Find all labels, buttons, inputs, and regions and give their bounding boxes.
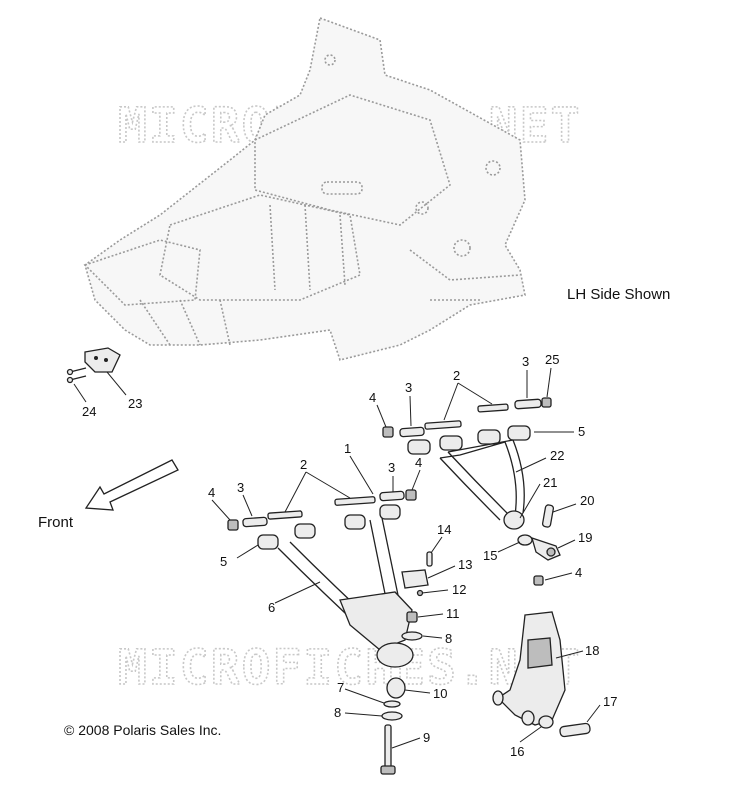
callout-21: 21 [543,475,557,490]
callout-5: 5 [578,424,585,439]
nut-4-lower[interactable] [533,575,544,586]
callout-4: 4 [208,485,215,500]
callout-4: 4 [369,390,376,405]
callout-22: 22 [550,448,564,463]
spindle-18[interactable] [492,611,566,726]
watermark-bottom: MICROFICHES.NET [118,640,581,696]
pin-20[interactable] [541,504,555,528]
upper-a-arm-22[interactable] [439,439,525,530]
callout-6: 6 [268,600,275,615]
callout-19: 19 [578,530,592,545]
bolt-12[interactable] [416,589,424,597]
callout-7: 7 [337,680,344,695]
washer-8-lower[interactable] [381,711,403,721]
bushing-16[interactable] [538,715,554,729]
leader-lines [73,367,601,749]
callout-10: 10 [433,686,447,701]
side-note: LH Side Shown [567,286,670,303]
callout-8: 8 [445,631,452,646]
shock-mount-13[interactable] [401,569,429,589]
callout-25: 25 [545,352,559,367]
callout-16: 16 [510,744,524,759]
front-arrow [84,459,179,511]
callout-8: 8 [334,705,341,720]
callout-3: 3 [237,480,244,495]
front-label: Front [38,514,74,531]
callout-5: 5 [220,554,227,569]
callout-2: 2 [300,457,307,472]
callout-4: 4 [575,565,582,580]
bolts-24[interactable] [66,367,87,384]
callout-11: 11 [446,606,460,621]
callout-2: 2 [453,368,460,383]
callout-17: 17 [603,694,617,709]
ball-joint-10[interactable] [386,677,406,699]
callout-12: 12 [452,582,466,597]
bracket-23[interactable] [84,347,121,373]
callout-20: 20 [580,493,594,508]
lower-hardware[interactable] [227,489,417,550]
chassis-frame [83,16,526,361]
tie-rod-end-19[interactable] [531,536,561,561]
callout-labels: 23 24 3 2 3 25 4 5 22 1 2 3 4 21 4 3 20 … [82,352,617,759]
callout-4: 4 [415,455,422,470]
washer-7[interactable] [383,700,401,708]
callout-13: 13 [458,557,472,572]
callout-3: 3 [522,354,529,369]
callout-1: 1 [344,441,351,456]
washer-8-upper[interactable] [401,631,423,641]
callout-14: 14 [437,522,451,537]
ball-joint-15[interactable] [517,534,533,546]
upper-hardware[interactable] [382,397,552,455]
callout-15: 15 [483,548,497,563]
lower-a-arm-6[interactable] [277,517,414,668]
callout-18: 18 [585,643,599,658]
pin-17[interactable] [559,722,591,738]
copyright: © 2008 Polaris Sales Inc. [64,722,221,738]
callout-3: 3 [405,380,412,395]
bolt-9[interactable] [380,724,396,775]
callout-9: 9 [423,730,430,745]
callout-24: 24 [82,404,96,419]
callout-3: 3 [388,460,395,475]
stud-14[interactable] [426,551,433,567]
nut-11[interactable] [406,611,418,623]
callout-23: 23 [128,396,142,411]
